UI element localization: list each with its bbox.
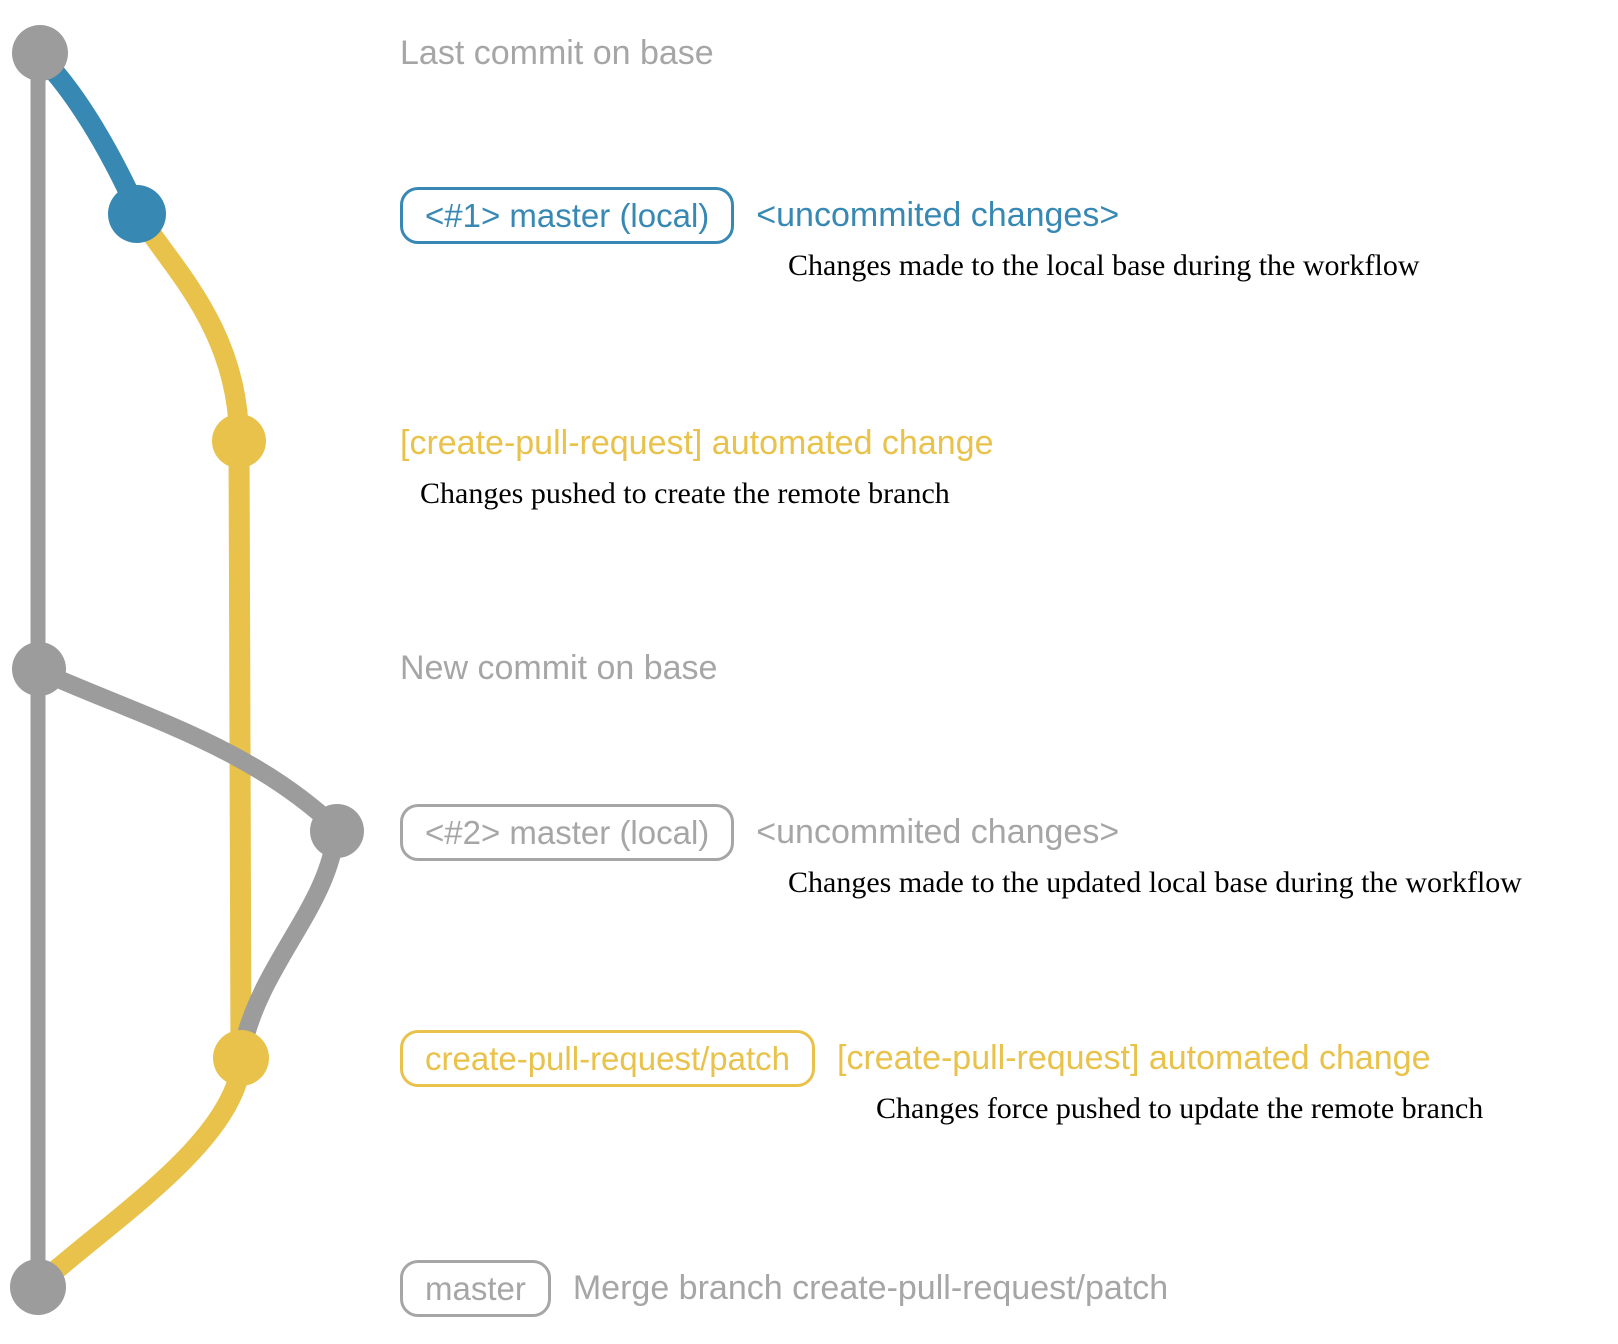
commit-dot-patch-1	[212, 414, 266, 468]
row-uncommitted-changes-1: <#1> master (local) <uncommited changes>…	[400, 186, 1420, 284]
row-merge-commit: master Merge branch create-pull-request/…	[400, 1259, 1169, 1317]
commit-graph	[10, 25, 364, 1315]
commit-dot-merge	[10, 1259, 66, 1315]
branch-tag-master-local-1: <#1> master (local)	[400, 186, 735, 244]
patch-branch-curve-1	[127, 202, 249, 448]
annotation-uncommitted-1: Changes made to the local base during th…	[788, 249, 1420, 282]
base-update-curve	[31, 662, 345, 837]
row-automated-change-2: create-pull-request/patch [create-pull-r…	[400, 1029, 1484, 1127]
commit-label-last-base: Last commit on base	[400, 34, 714, 72]
annotation-automated-2: Changes force pushed to update the remot…	[876, 1092, 1484, 1125]
commit-dot-patch-2	[213, 1030, 269, 1086]
commit-message-merge: Merge branch create-pull-request/patch	[572, 1269, 1169, 1307]
commit-dot-last-base	[12, 25, 68, 81]
patch-branch-line	[228, 439, 252, 1057]
commit-dot-local-2	[310, 804, 364, 858]
row-new-commit-on-base: New commit on base	[400, 640, 717, 696]
local-branch-curve-2	[234, 821, 345, 1055]
commit-label-new-base: New commit on base	[400, 649, 718, 687]
row-uncommitted-changes-2: <#2> master (local) <uncommited changes>…	[400, 803, 1522, 901]
commit-dot-new-base	[12, 642, 66, 696]
commit-message-uncommitted-2: <uncommited changes>	[756, 813, 1120, 851]
commit-message-automated-2: [create-pull-request] automated change	[837, 1039, 1431, 1077]
local-branch-curve-1	[30, 46, 147, 220]
annotation-automated-1: Changes pushed to create the remote bran…	[420, 477, 950, 510]
row-last-commit-on-base: Last commit on base	[400, 25, 714, 81]
patch-branch-merge-curve	[32, 1050, 252, 1292]
row-automated-change-1: [create-pull-request] automated change C…	[400, 415, 993, 512]
commit-message-uncommitted-1: <uncommited changes>	[756, 196, 1120, 234]
annotation-uncommitted-2: Changes made to the updated local base d…	[788, 866, 1522, 899]
commit-dot-local-1	[108, 185, 166, 243]
branch-tag-patch: create-pull-request/patch	[400, 1029, 816, 1087]
branch-tag-master: master	[400, 1259, 551, 1317]
branch-tag-master-local-2: <#2> master (local)	[400, 803, 735, 861]
commit-message-automated-1: [create-pull-request] automated change	[400, 424, 994, 462]
